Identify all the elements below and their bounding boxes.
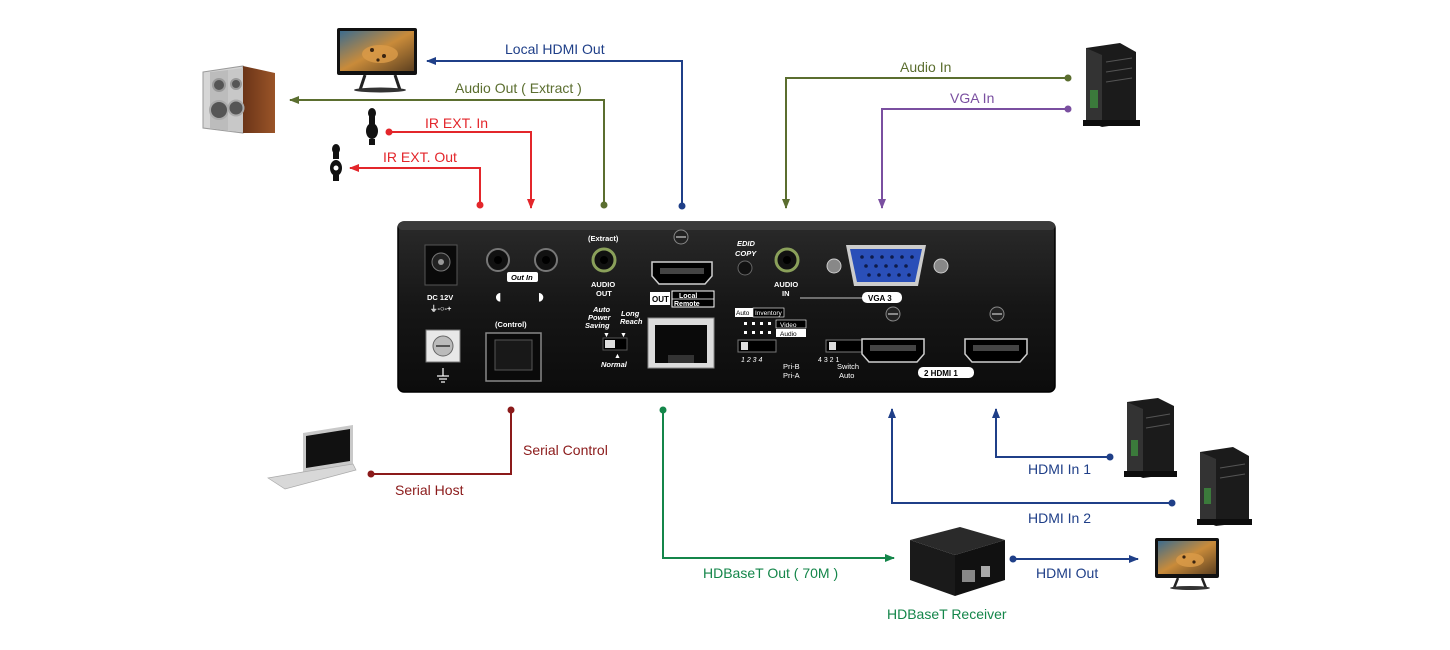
ir-out-symbol: ◖ (492, 286, 504, 308)
ir-ext-out-connection: IR EXT. Out (349, 149, 484, 209)
auto-label: Auto (736, 310, 750, 317)
hdmi-in-1-connection: HDMI In 1 (992, 408, 1114, 477)
video-label: Video (780, 322, 797, 329)
hdmi-out-port[interactable] (651, 261, 713, 285)
extract-label: (Extract) (588, 234, 619, 243)
vga-badge: VGA 3 (868, 294, 892, 303)
dip-numbers-rev: 4 3 2 1 (818, 357, 840, 364)
serial-host-label: Serial Host (395, 482, 464, 498)
switch-label: Switch (837, 362, 859, 371)
out-in-label: Out In (511, 273, 533, 282)
vga-in-port[interactable] (826, 245, 949, 286)
dc-polarity-symbol: ⏚-○-+ (430, 304, 452, 313)
audio-in-text-2: IN (782, 289, 790, 298)
long-reach-switch[interactable] (602, 337, 628, 351)
hdmi-out-label: HDMI Out (1036, 565, 1098, 581)
hdmi-badge: 2 HDMI 1 (924, 369, 958, 378)
serial-control-label: Serial Control (523, 442, 608, 458)
ir-in-jack[interactable] (534, 248, 558, 272)
hdmi-in-2-connection: HDMI In 2 (888, 408, 1176, 526)
audio-in-connection: Audio In (782, 59, 1072, 209)
inventory-label: Inventory (755, 310, 782, 317)
hdbaset-out-connection: HDBaseT Out ( 70M ) (659, 406, 895, 581)
pc-tower-icon (1197, 447, 1252, 526)
audio-out-label: Audio Out ( Extract ) (455, 80, 582, 96)
priority-dip-switch[interactable] (825, 339, 865, 353)
mount-screw-icon (885, 306, 901, 322)
normal-label: Normal (601, 360, 628, 369)
ir-out-jack[interactable] (486, 248, 510, 272)
long-reach-text-2: Reach (620, 317, 643, 326)
audio-in-jack[interactable] (774, 247, 800, 273)
hdmi-out-connection: HDMI Out (1009, 555, 1139, 581)
serial-control-port[interactable] (485, 332, 542, 382)
auto-power-text-2: Power (588, 313, 612, 322)
hdbaset-out-label: HDBaseT Out ( 70M ) (703, 565, 838, 581)
ir-ext-in-connection: IR EXT. In (385, 115, 535, 209)
auto-power-text-3: Saving (585, 321, 610, 330)
auto2-label: Auto (839, 371, 854, 380)
local-label: Local (679, 293, 697, 300)
vga-in-connection: VGA In (878, 90, 1072, 209)
edid-copy-button[interactable] (737, 260, 753, 276)
dc-label: DC 12V (427, 293, 453, 302)
dip-numbers: 1 2 3 4 (741, 357, 763, 364)
hdbaset-receiver-label: HDBaseT Receiver (887, 606, 1007, 622)
vga-in-label: VGA In (950, 90, 994, 106)
arrow-down-icon: ▼ (603, 332, 610, 339)
audio-label: Audio (780, 331, 797, 338)
hdmi-in-1-label: HDMI In 1 (1028, 461, 1091, 477)
hdmi-in-1-port[interactable] (964, 338, 1028, 363)
laptop-icon (267, 425, 357, 490)
control-label: (Control) (495, 320, 527, 329)
audio-out-text-2: OUT (596, 289, 612, 298)
hdmi-in-2-port[interactable] (861, 338, 925, 363)
edid-text-2: COPY (735, 249, 757, 258)
audio-out-jack[interactable] (591, 247, 617, 273)
arrow-down-icon: ▼ (620, 332, 627, 339)
inventory-dip-switch[interactable] (737, 339, 777, 353)
audio-in-text-1: AUDIO (774, 280, 798, 289)
speaker-icon (202, 65, 275, 134)
arrow-up-icon: ▲ (614, 353, 621, 360)
pri-b-label: Pri-B (783, 362, 800, 371)
mount-screw-icon (989, 306, 1005, 322)
ir-sensor-icon (366, 108, 378, 145)
hdmi-in-2-label: HDMI In 2 (1028, 510, 1091, 526)
ir-ext-in-label: IR EXT. In (425, 115, 488, 131)
ir-in-symbol: ◗ (535, 286, 547, 308)
ground-terminal (425, 329, 461, 383)
auto-power-text-1: Auto (592, 305, 610, 314)
local-hdmi-out-connection: Local HDMI Out (426, 41, 686, 210)
pc-tower-icon (1124, 398, 1177, 478)
monitor-icon (1155, 538, 1219, 590)
serial-connection: Serial Control Serial Host (367, 406, 608, 498)
remote-label: Remote (674, 301, 700, 308)
monitor-icon (337, 28, 417, 93)
ir-ext-out-label: IR EXT. Out (383, 149, 457, 165)
edid-text-1: EDID (737, 239, 756, 248)
audio-in-label: Audio In (900, 59, 951, 75)
dc-power-jack[interactable] (424, 244, 458, 286)
receiver-box-icon (910, 527, 1005, 596)
local-hdmi-out-label: Local HDMI Out (505, 41, 605, 57)
long-reach-text-1: Long (621, 309, 640, 318)
device-rear-panel: DC 12V ⏚-○-+ Out In ◖ ◗ (Control) (397, 221, 1056, 393)
ir-emitter-icon (330, 144, 342, 181)
hdbaset-out-port[interactable] (647, 317, 715, 369)
audio-out-text-1: AUDIO (591, 280, 615, 289)
pc-tower-icon (1083, 43, 1140, 127)
pri-a-label: Pri-A (783, 371, 800, 380)
audio-out-connection: Audio Out ( Extract ) (289, 80, 608, 209)
out-label: OUT (652, 295, 669, 304)
mount-screw-icon (673, 229, 689, 245)
